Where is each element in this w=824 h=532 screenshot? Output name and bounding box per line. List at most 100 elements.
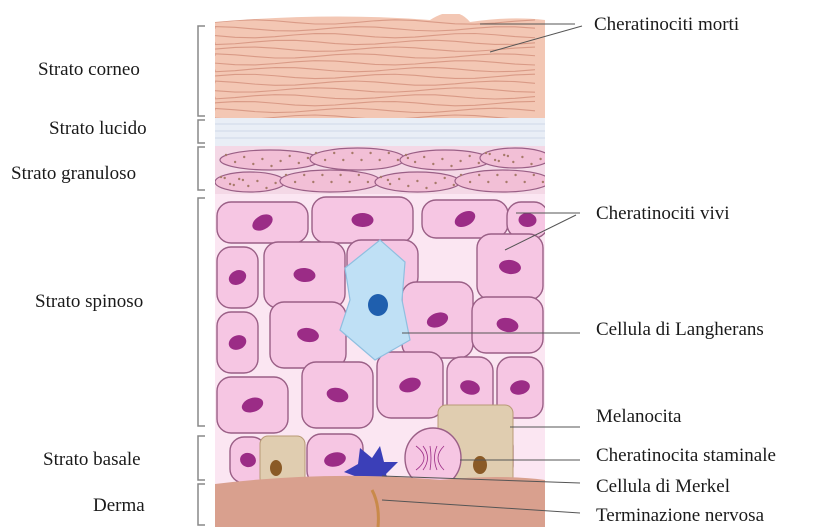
granular-cell	[215, 172, 285, 192]
keratohyalin-granule	[265, 187, 267, 189]
keratohyalin-granule	[524, 181, 526, 183]
keratohyalin-granule	[242, 179, 244, 181]
keratohyalin-granule	[330, 181, 332, 183]
keratohyalin-granule	[407, 157, 409, 159]
bracket-granuloso	[198, 147, 205, 190]
keratohyalin-granule	[342, 159, 344, 161]
keratohyalin-granule	[380, 176, 382, 178]
keratohyalin-granule	[397, 159, 399, 161]
keratohyalin-granule	[489, 153, 491, 155]
bracket-basale	[198, 436, 205, 480]
keratohyalin-granule	[505, 181, 507, 183]
keratohyalin-granule	[425, 187, 427, 189]
granular-cell	[400, 150, 490, 170]
keratohyalin-granule	[503, 154, 505, 156]
keratohyalin-granule	[351, 152, 353, 154]
keratohyalin-granule	[298, 162, 300, 164]
bracket-lucido	[198, 120, 205, 143]
keratohyalin-granule	[388, 152, 390, 154]
keratohyalin-granule	[507, 155, 509, 157]
keratohyalin-granule	[485, 152, 487, 154]
keratohyalin-granule	[360, 159, 362, 161]
keratohyalin-granule	[405, 154, 407, 156]
keratohyalin-granule	[512, 161, 514, 163]
keratohyalin-granule	[274, 182, 276, 184]
keratohyalin-granule	[423, 156, 425, 158]
keratohyalin-granule	[533, 174, 535, 176]
keratohyalin-granule	[414, 161, 416, 163]
keratohyalin-granule	[460, 174, 462, 176]
granular-cell	[310, 148, 405, 170]
keratohyalin-granule	[459, 160, 461, 162]
keratohyalin-granule	[315, 152, 317, 154]
keratohyalin-granule	[229, 183, 231, 185]
keratohyalin-granule	[224, 177, 226, 179]
keratohyalin-granule	[367, 181, 369, 183]
keratohyalin-granule	[521, 156, 523, 158]
label-terminazione-nervosa: Terminazione nervosa	[596, 506, 764, 525]
keratohyalin-granule	[453, 184, 455, 186]
keratohyalin-granule	[389, 183, 391, 185]
layer-label-spinoso: Strato spinoso	[35, 292, 143, 311]
stratum-lucidum	[215, 118, 545, 146]
keratohyalin-granule	[416, 180, 418, 182]
keratohyalin-granule	[514, 174, 516, 176]
layer-label-corneo: Strato corneo	[38, 60, 140, 79]
keratohyalin-granule	[530, 163, 532, 165]
keratohyalin-granule	[261, 158, 263, 160]
melanocyte-nucleus	[473, 456, 487, 474]
keratohyalin-granule	[434, 182, 436, 184]
keratohyalin-granule	[542, 181, 544, 183]
label-cellula-merkel: Cellula di Merkel	[596, 477, 730, 496]
keratohyalin-granule	[233, 184, 235, 186]
keratohyalin-granule	[279, 160, 281, 162]
keratohyalin-granule	[494, 159, 496, 161]
keratohyalin-granule	[387, 179, 389, 181]
keratohyalin-granule	[220, 176, 222, 178]
granular-cell	[220, 150, 320, 170]
keratohyalin-granule	[358, 174, 360, 176]
keratohyalin-granule	[469, 155, 471, 157]
keratohyalin-granule	[256, 180, 258, 182]
bracket-derma	[198, 484, 205, 525]
keratohyalin-granule	[312, 181, 314, 183]
layer-label-basale: Strato basale	[43, 450, 141, 469]
keratohyalin-granule	[441, 158, 443, 160]
keratohyalin-granule	[252, 163, 254, 165]
keratohyalin-granule	[234, 161, 236, 163]
label-cheratinociti-vivi: Cheratinociti vivi	[596, 204, 730, 223]
melanocyte-nucleus	[270, 460, 282, 476]
keratohyalin-granule	[324, 159, 326, 161]
keratohyalin-granule	[339, 174, 341, 176]
bracket-spinoso	[198, 198, 205, 426]
keratohyalin-granule	[289, 155, 291, 157]
keratohyalin-granule	[444, 177, 446, 179]
keratohyalin-granule	[243, 156, 245, 158]
label-cheratinocita-staminale: Cheratinocita staminale	[596, 446, 776, 465]
layer-label-lucido: Strato lucido	[49, 119, 147, 138]
keratohyalin-granule	[539, 158, 541, 160]
keratohyalin-granule	[398, 178, 400, 180]
keratohyalin-granule	[478, 162, 480, 164]
keratohyalin-granule	[303, 174, 305, 176]
keratohyalin-granule	[349, 181, 351, 183]
keratohyalin-granule	[498, 160, 500, 162]
keratohyalin-granule	[478, 174, 480, 176]
keratohyalin-granule	[369, 152, 371, 154]
label-cellula-langherans: Cellula di Langherans	[596, 320, 764, 339]
label-melanocita: Melanocita	[596, 407, 681, 426]
keratohyalin-granule	[238, 178, 240, 180]
granular-cell	[455, 170, 550, 192]
langerhans-nucleus	[368, 294, 388, 316]
keratohyalin-granule	[496, 174, 498, 176]
keratohyalin-granule	[469, 181, 471, 183]
keratohyalin-granule	[270, 165, 272, 167]
granular-cell	[480, 148, 550, 168]
keratohyalin-granule	[247, 185, 249, 187]
keratohyalin-granule	[333, 152, 335, 154]
derma	[215, 476, 545, 527]
keratohyalin-granule	[487, 181, 489, 183]
keratohyalin-granule	[321, 174, 323, 176]
keratohyalin-granule	[407, 185, 409, 187]
